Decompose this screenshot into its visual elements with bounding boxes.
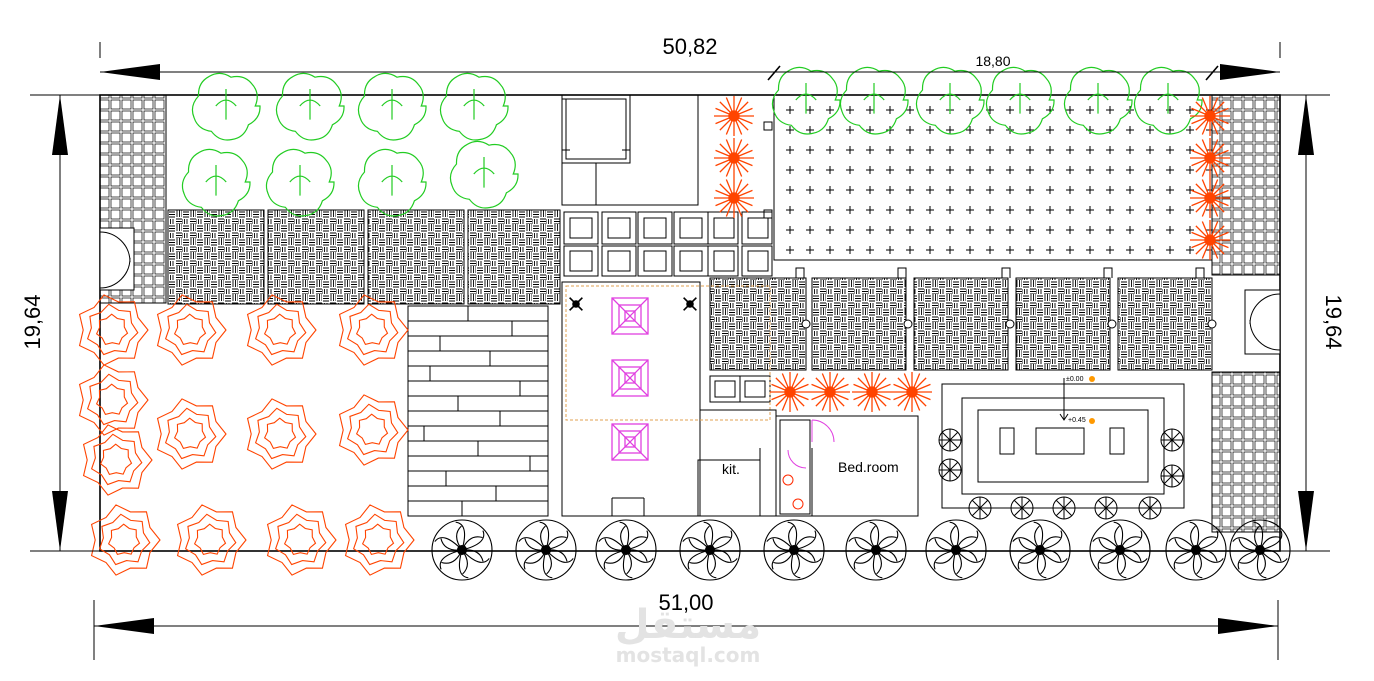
potted-plant-symbol — [683, 297, 697, 311]
bottom-dimension-label: 51,00 — [658, 590, 713, 615]
street-tree-symbol — [1009, 519, 1071, 581]
tree-symbol — [439, 72, 509, 141]
watermark-logo: مستقل — [615, 602, 761, 648]
street-tree-symbol — [515, 519, 577, 581]
bedroom-label: Bed.room — [838, 459, 899, 475]
tree-symbol — [275, 72, 345, 141]
shrub-symbol — [78, 294, 149, 366]
tree-symbol — [181, 148, 251, 217]
pool-lounger-symbol — [968, 496, 992, 520]
kitchen-label: kit. — [722, 461, 740, 477]
level-raised-marker — [1089, 418, 1095, 424]
pool-lounger-symbol — [938, 428, 962, 452]
flower-shrub-symbol — [810, 372, 850, 412]
flower-shrub-symbol — [1190, 178, 1230, 218]
partial-top-dimension-line — [767, 65, 1219, 81]
street-tree-symbol — [925, 519, 987, 581]
flower-shrub-symbol — [1190, 96, 1230, 136]
shrub-symbol — [156, 294, 227, 366]
table-set-symbol — [611, 359, 649, 397]
right-dimension-label: 19,64 — [1321, 294, 1346, 349]
pool-lounger-symbol — [1160, 464, 1184, 488]
watermark-site: mostaql.com — [616, 643, 761, 667]
shrub-symbol — [78, 364, 149, 436]
level-ground: ±0.00 — [1066, 376, 1084, 383]
flower-shrub-symbol — [852, 372, 892, 412]
street-tree-symbol — [595, 519, 657, 581]
left-dimension-label: 19,64 — [20, 294, 45, 349]
shrub-symbol — [344, 504, 415, 576]
house-outline — [697, 415, 919, 517]
lawn-area — [773, 94, 1213, 261]
pool-lounger-symbol — [1094, 496, 1118, 520]
weave-paving-row-right — [709, 267, 1217, 371]
shrub-symbol — [176, 504, 247, 576]
level-raised: +0.45 — [1068, 417, 1086, 424]
table-set-symbol — [611, 423, 649, 461]
street-tree-symbol — [679, 519, 741, 581]
street-tree-symbol — [845, 519, 907, 581]
pergola — [561, 94, 699, 206]
right-paving-strip-bottom — [1211, 371, 1281, 533]
shrub-symbol — [246, 294, 317, 366]
tree-symbol — [449, 140, 519, 209]
level-ground-marker — [1089, 376, 1095, 382]
pool-lounger-symbol — [1052, 496, 1076, 520]
pool-lounger-symbol — [1160, 428, 1184, 452]
bottom-dimension-line — [93, 600, 1279, 660]
weave-paving-row-left — [167, 209, 561, 305]
pool-lounger-symbol — [1138, 496, 1162, 520]
flower-shrub-symbol — [1190, 138, 1230, 178]
pool-lounger-symbol — [938, 458, 962, 482]
pool-area — [941, 378, 1185, 509]
potted-plant-symbol — [569, 297, 583, 311]
wc-fixtures — [782, 474, 804, 510]
street-tree-symbol — [1229, 519, 1291, 581]
flower-shrub-symbol — [714, 96, 754, 136]
flower-shrub-symbol — [714, 138, 754, 178]
right-gate — [1244, 289, 1281, 355]
street-tree-symbol — [431, 519, 493, 581]
shrub-symbol — [246, 398, 317, 470]
flower-shrub-symbol — [1190, 220, 1230, 260]
tree-symbol — [265, 148, 335, 217]
pool-lounger-symbol — [1010, 496, 1034, 520]
shrub-symbol — [338, 294, 409, 366]
shrub-symbol — [156, 398, 227, 470]
top-dimension-label: 50,82 — [662, 34, 717, 59]
shrub-symbol — [266, 504, 337, 576]
flower-shrub-symbol — [714, 178, 754, 218]
tree-symbol — [357, 148, 427, 217]
street-tree-symbol — [1165, 519, 1227, 581]
shrub-symbol — [90, 504, 161, 576]
shrub-symbol — [338, 394, 409, 466]
flower-shrub-symbol — [892, 372, 932, 412]
street-tree-symbol — [763, 519, 825, 581]
wooden-deck — [407, 305, 549, 517]
street-tree-symbol — [1089, 519, 1151, 581]
outdoor-seating-area — [561, 281, 777, 517]
flower-shrub-symbol — [770, 372, 810, 412]
table-set-symbol — [611, 297, 649, 335]
right-dimension-line — [1280, 94, 1330, 552]
shrub-symbol — [82, 424, 153, 496]
partial-top-dimension-label: 18,80 — [975, 53, 1010, 69]
tree-symbol — [191, 72, 261, 141]
left-dimension-line — [30, 94, 100, 552]
left-gate — [99, 227, 135, 291]
tree-symbol — [357, 72, 427, 141]
